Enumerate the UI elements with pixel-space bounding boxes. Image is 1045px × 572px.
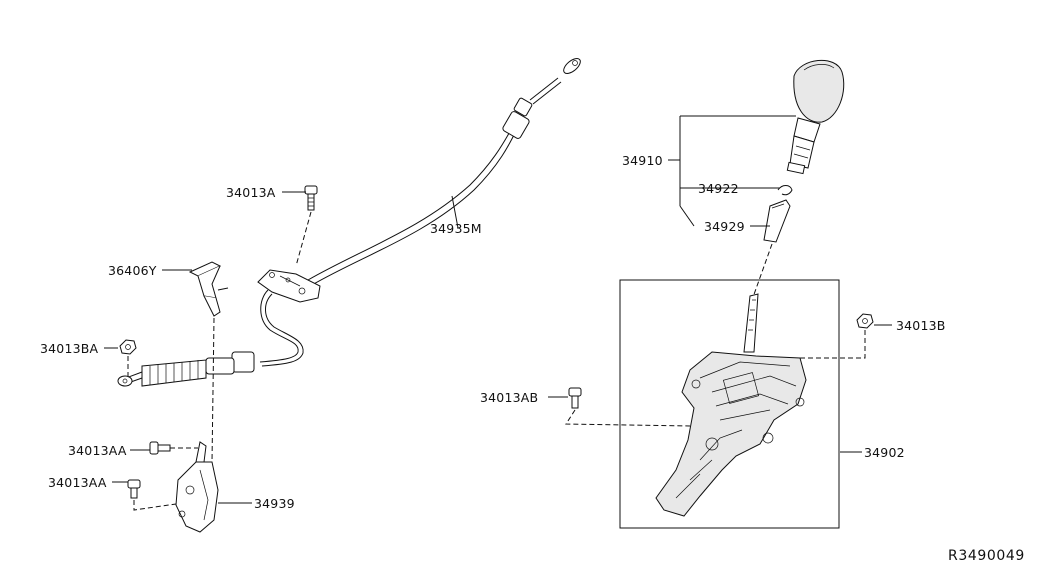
label-34013B: 34013B [896,318,946,333]
control-cable-34935M [307,58,581,286]
label-34013BA: 34013BA [40,341,99,356]
label-34922: 34922 [698,181,739,196]
leader-lines [104,115,892,504]
nut-34013B-icon [856,313,874,329]
label-34013AB: 34013AB [480,390,538,405]
label-34939: 34939 [254,496,295,511]
cover-34929-icon [763,199,791,243]
label-36406Y: 36406Y [108,263,157,278]
bracket-34939-icon [175,441,219,533]
bolt-34013AB-icon [568,387,582,409]
cable-lower-run [259,289,304,367]
bolt-34013AA-upper-icon [149,441,171,455]
shift-knob-34910-icon [786,59,845,175]
label-34935M: 34935M [430,221,482,236]
label-34902: 34902 [864,445,905,460]
bolt-34013AA-lower-icon [127,479,141,499]
cable-bellows-boot [117,351,255,387]
cable-bracket-plate [257,269,321,303]
label-34910: 34910 [622,153,663,168]
label-34013AA-lower: 34013AA [48,475,107,490]
bracket-36406Y-icon [188,261,229,317]
bolt-34013A-icon [304,185,318,211]
label-34013AA-upper: 34013AA [68,443,127,458]
nut-34013BA-icon [119,339,137,355]
clip-34922-icon [777,185,793,196]
assembly-34902-box [619,279,840,529]
label-34013A: 34013A [226,185,276,200]
shift-selector-34902-icon [655,293,807,517]
diagram-reference-id: R3490049 [948,548,1025,564]
label-34929: 34929 [704,219,745,234]
